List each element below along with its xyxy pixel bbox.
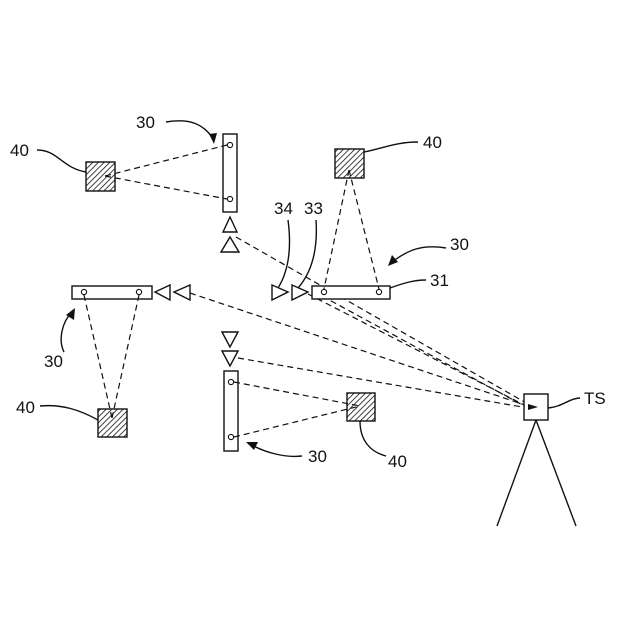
prism (155, 285, 170, 300)
leader-line (250, 444, 302, 456)
staff-label: 30 (136, 113, 155, 132)
target-line (84, 295, 112, 418)
prism (292, 285, 308, 300)
leader-line (61, 312, 72, 352)
tripod-leg (536, 420, 576, 526)
prism (222, 351, 238, 366)
target-label: 40 (423, 133, 442, 152)
leader-line (548, 398, 580, 408)
prism-label: 34 (274, 199, 293, 218)
leader-line (392, 247, 446, 262)
total-station: TS (497, 389, 606, 526)
target-line (234, 406, 360, 437)
prism (174, 285, 190, 300)
target-line (105, 145, 227, 176)
sight-line (236, 237, 528, 404)
staff-label: 30 (450, 235, 469, 254)
staff-mark (228, 434, 233, 439)
target-line (105, 176, 227, 199)
prism (223, 217, 237, 232)
sight-line (190, 293, 528, 406)
prism (221, 237, 239, 252)
staff-mark (81, 289, 86, 294)
sight-line (308, 294, 528, 407)
leader-line (360, 421, 386, 456)
staff-mark (227, 142, 232, 147)
leader-line (364, 142, 418, 152)
staff-mark (136, 289, 141, 294)
tripod-leg (497, 420, 536, 526)
target (347, 393, 375, 421)
target-label: 40 (388, 452, 407, 471)
leader-line (166, 121, 214, 140)
staff-mark (227, 196, 232, 201)
group-top-left: 30 40 (10, 113, 239, 252)
target-label: 40 (10, 141, 29, 160)
target-line (324, 170, 349, 289)
leader-line (278, 220, 290, 288)
sight-line (238, 358, 528, 408)
staff-label: 30 (308, 447, 327, 466)
staff-mark (321, 289, 326, 294)
leader-arrow (209, 133, 217, 144)
staff-mark (228, 379, 233, 384)
group-left: 30 40 (16, 285, 190, 437)
group-center-bottom: 30 40 (222, 332, 407, 471)
prism (272, 285, 288, 300)
prism-label: 33 (304, 199, 323, 218)
prism (222, 332, 238, 347)
leader-line (37, 150, 86, 172)
leader-arrow (246, 442, 258, 450)
staff-mark (376, 289, 381, 294)
staff-label: 30 (44, 352, 63, 371)
target-line (234, 382, 360, 406)
leader-arrow (388, 255, 398, 266)
target-label: 40 (16, 398, 35, 417)
leader-line (390, 280, 426, 288)
leader-line (40, 406, 98, 420)
target-line (349, 170, 379, 289)
sight-lines (190, 237, 528, 408)
instrument-label: TS (584, 389, 606, 408)
staff-body-label: 31 (430, 271, 449, 290)
target-line (112, 295, 139, 418)
